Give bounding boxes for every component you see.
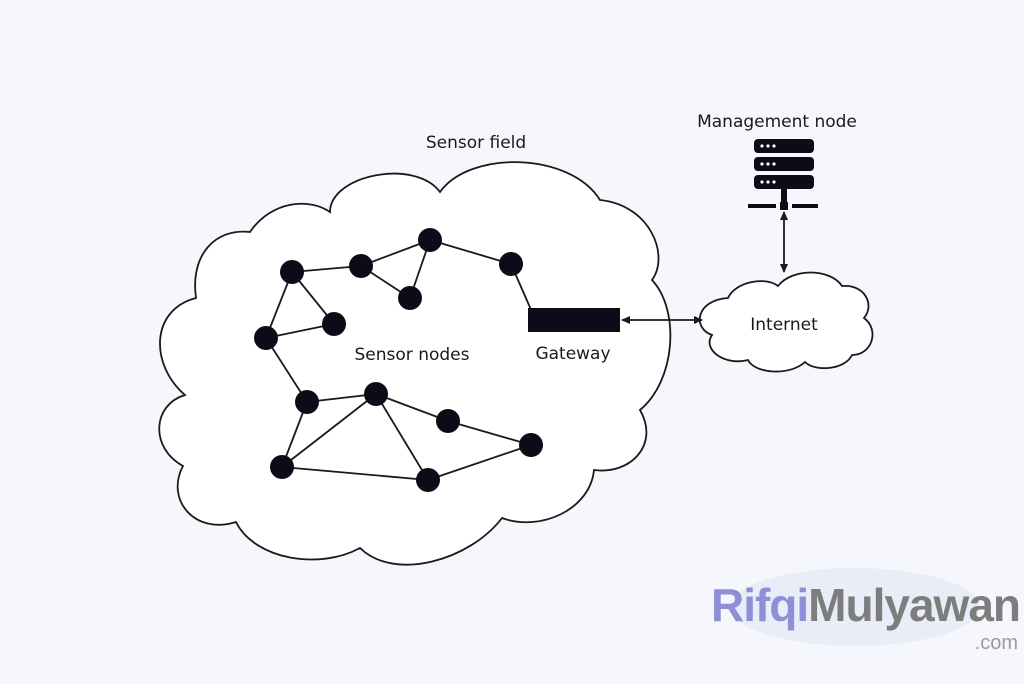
sensor-node <box>280 260 304 284</box>
internet-label: Internet <box>750 315 818 335</box>
gateway-box <box>528 308 620 332</box>
sensor-node <box>418 228 442 252</box>
gateway-label: Gateway <box>535 344 610 364</box>
sensor-nodes-label: Sensor nodes <box>355 345 470 365</box>
management-node-label: Management node <box>697 112 857 132</box>
sensor-node <box>416 468 440 492</box>
sensor-node <box>322 312 346 336</box>
sensor-field-label: Sensor field <box>426 133 526 153</box>
sensor-node <box>254 326 278 350</box>
sensor-nodes <box>254 228 543 492</box>
internet-cloud <box>698 271 874 373</box>
sensor-node <box>519 433 543 457</box>
sensor-node <box>436 409 460 433</box>
sensor-node <box>295 390 319 414</box>
sensor-node <box>499 252 523 276</box>
sensor-node <box>349 254 373 278</box>
sensor-node <box>398 286 422 310</box>
server-icon <box>748 139 818 210</box>
sensor-node <box>364 382 388 406</box>
sensor-node <box>270 455 294 479</box>
